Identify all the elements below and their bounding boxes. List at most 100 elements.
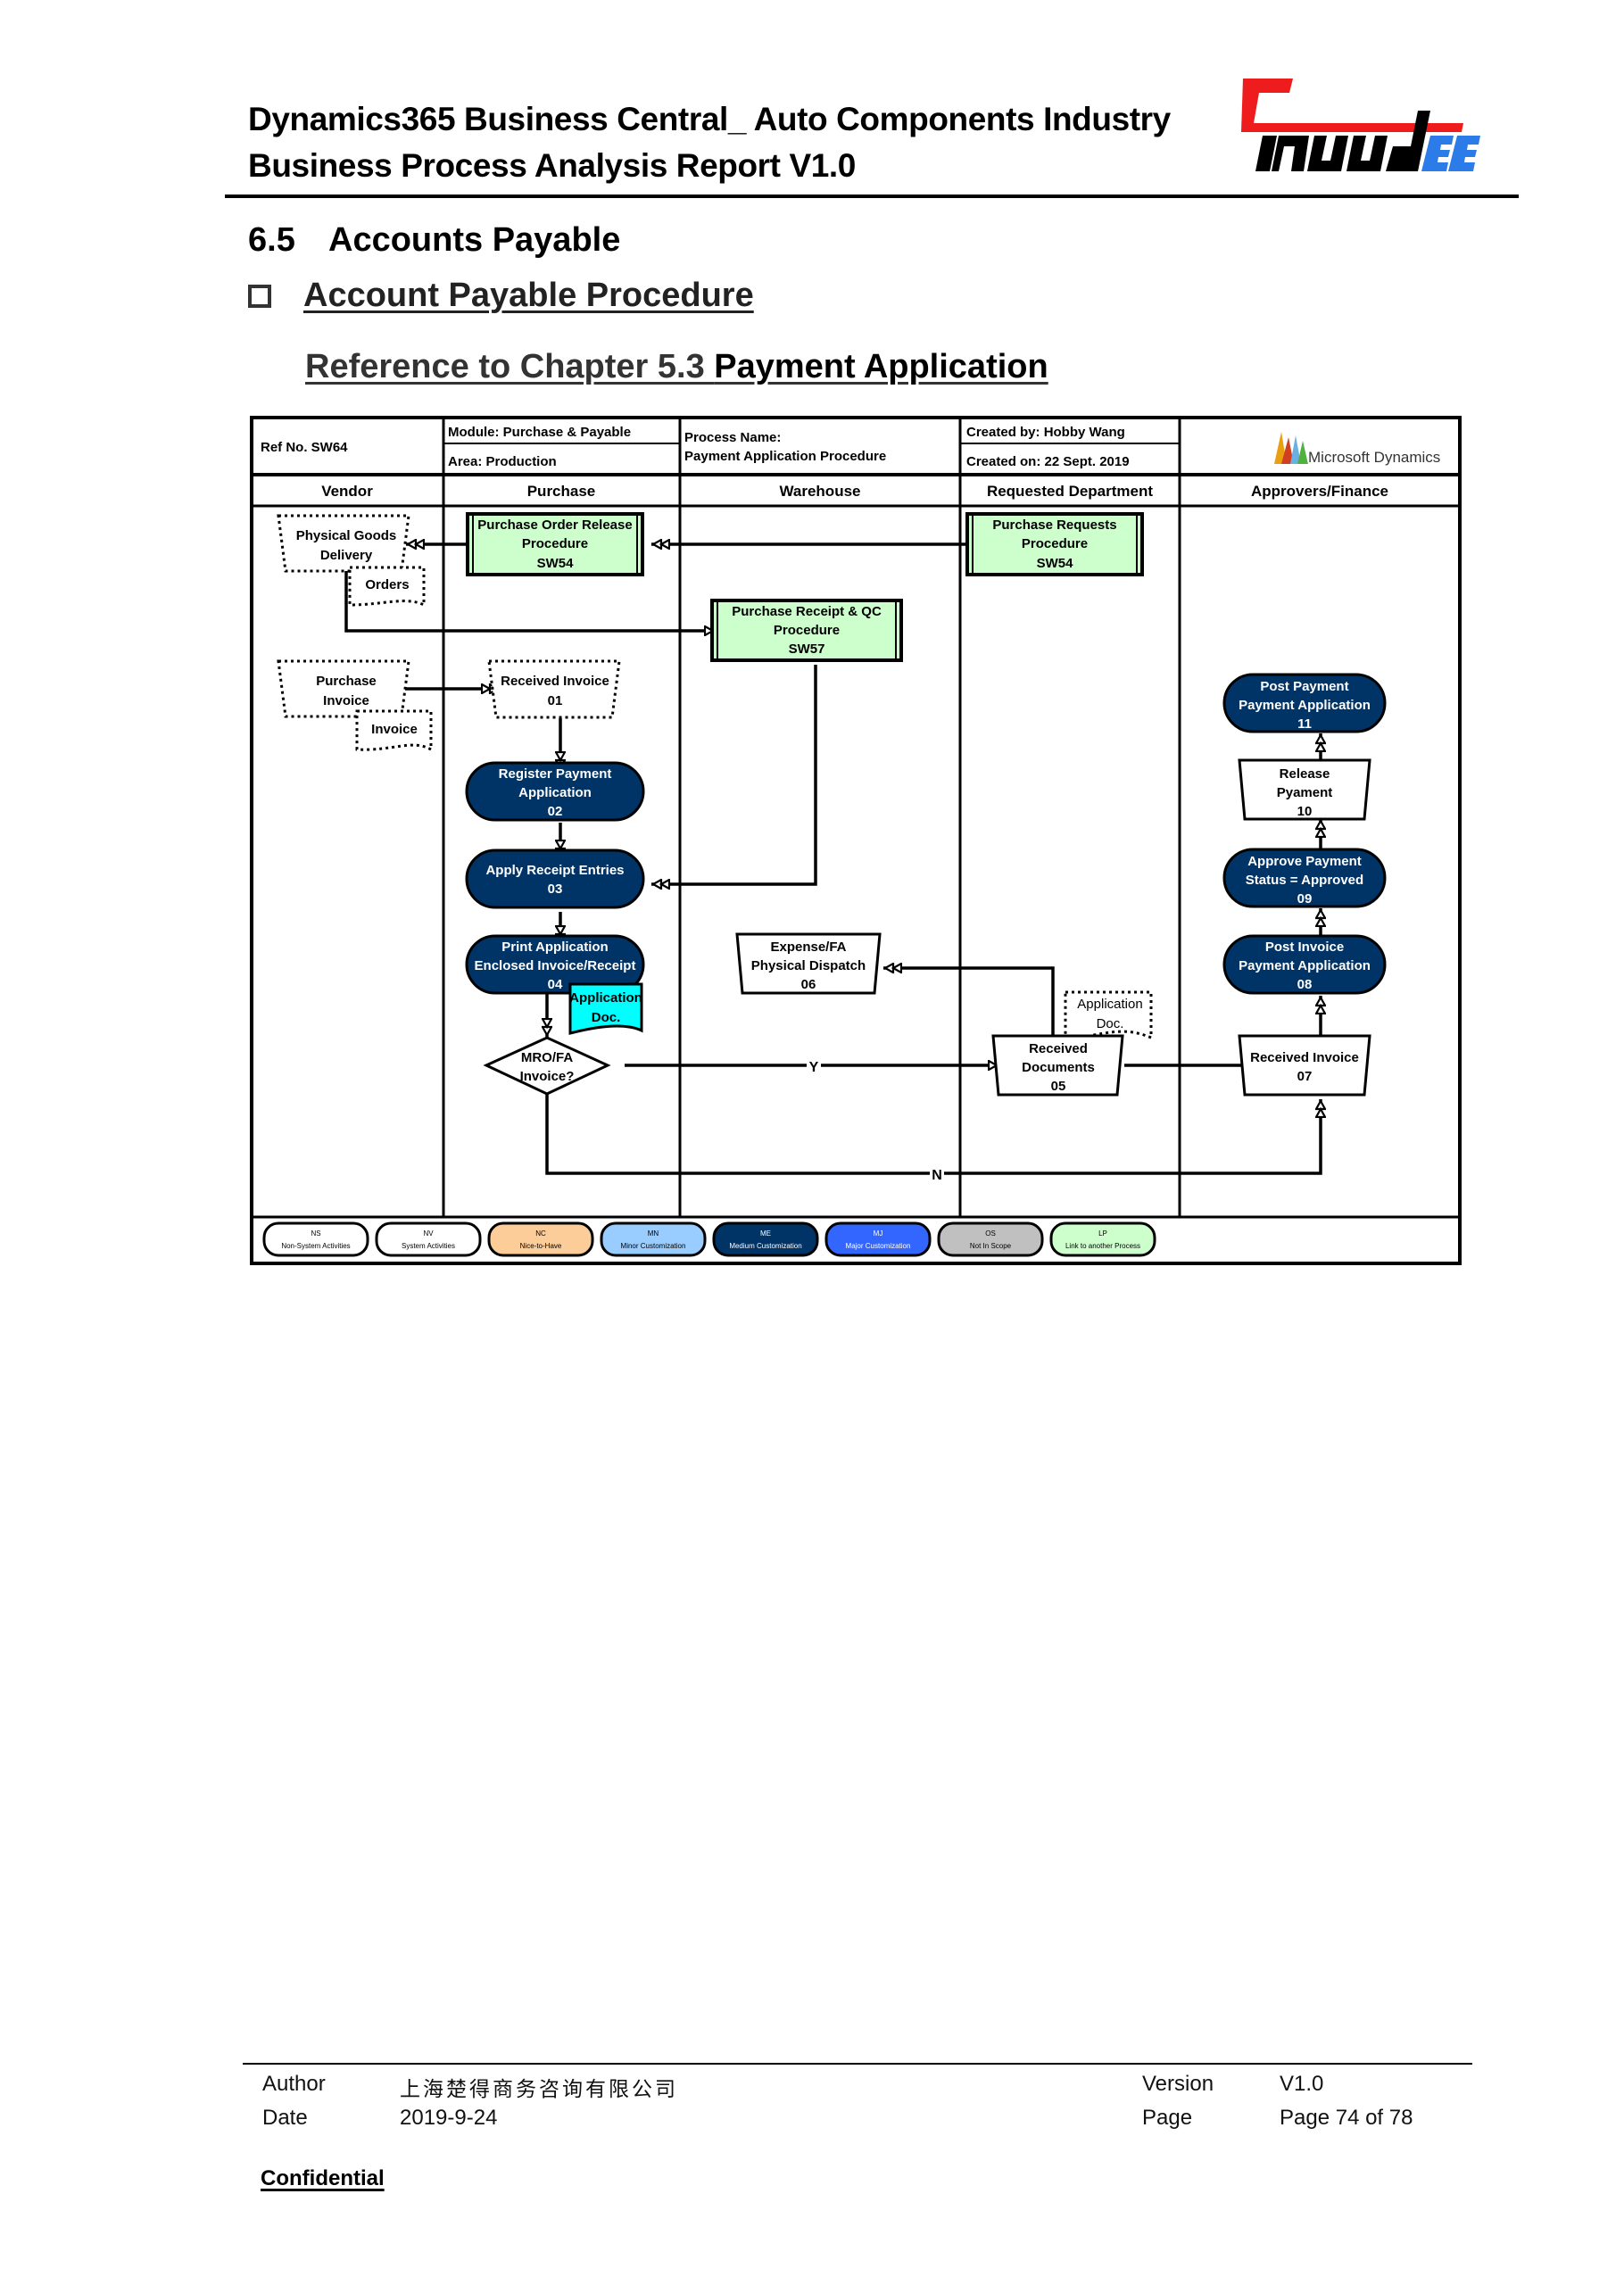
created-by: Created by: Hobby Wang: [966, 425, 1125, 440]
node-step-04-print-application[interactable]: Print Application Enclosed Invoice/Recei…: [465, 934, 645, 995]
legend-label: Non-System Activities: [281, 1242, 350, 1250]
legend-label: Major Customization: [846, 1242, 911, 1250]
node-step-03-apply-receipt-entries[interactable]: Apply Receipt Entries 03: [465, 849, 645, 909]
logo-blue-letters: [1421, 136, 1480, 171]
step06-line1: Expense/FA: [770, 940, 846, 955]
node-step-07-received-invoice[interactable]: Received Invoice 07: [1238, 1034, 1371, 1097]
step05-line2: Documents: [1022, 1060, 1095, 1075]
page-value: Page 74 of 78: [1280, 2106, 1413, 2130]
node-step-10-release-payment[interactable]: Release Pyament 10: [1238, 758, 1371, 821]
step05-line1: Received: [1029, 1041, 1088, 1056]
legend-item-nv: NV System Activities: [375, 1221, 482, 1257]
node-step-06-expense-fa-physical-dispatch[interactable]: Expense/FA Physical Dispatch 06: [735, 932, 882, 995]
yes-label-bg: [807, 1056, 821, 1074]
edge-step05-to-step06: [883, 968, 1055, 1037]
step04-line1: Print Application: [501, 940, 608, 955]
version-label: Version: [1142, 2072, 1214, 2096]
date-value: 2019-9-24: [400, 2106, 498, 2130]
purchase-requests-line3: SW54: [1037, 556, 1074, 571]
node-step-11-post-payment[interactable]: Post Payment Payment Application 11: [1222, 673, 1387, 733]
step11-line2: Payment Application: [1239, 698, 1371, 713]
step08-line2: Payment Application: [1239, 958, 1371, 973]
purchase-invoice-line2: Invoice: [323, 693, 369, 708]
document-header-title: Dynamics365 Business Central_ Auto Compo…: [248, 96, 1171, 189]
lane-header-requested-department: Requested Department: [987, 483, 1153, 500]
bullet-heading: Account Payable Procedure: [248, 277, 754, 315]
page-label: Page: [1142, 2106, 1193, 2130]
microsoft-dynamics-logo: Microsoft Dynamics: [1274, 432, 1440, 466]
header-title-line1: Dynamics365 Business Central_ Auto Compo…: [248, 101, 1171, 137]
legend-code: MN: [648, 1229, 659, 1238]
node-purchase-invoice[interactable]: Purchase Invoice: [277, 659, 410, 718]
node-step-09-approve-payment[interactable]: Approve Payment Status = Approved 09: [1222, 848, 1387, 908]
created-on: Created on: 22 Sept. 2019: [966, 454, 1130, 469]
step08-line1: Post Invoice: [1265, 940, 1344, 955]
node-purchase-receipt-qc-procedure[interactable]: Purchase Receipt & QC Procedure SW57: [710, 599, 903, 662]
node-decision-mro-fa-invoice[interactable]: MRO/FA Invoice?: [483, 1036, 611, 1096]
legend-swatch: [824, 1221, 932, 1257]
legend-item-lp: LP Link to another Process: [1049, 1221, 1156, 1257]
receipt-qc-line3: SW57: [789, 642, 825, 657]
author-label: Author: [262, 2072, 326, 2096]
step03-line1: Apply Receipt Entries: [485, 863, 624, 878]
legend-label: System Activities: [402, 1242, 455, 1250]
legend-code: LP: [1098, 1229, 1107, 1238]
area-label: Area: Production: [448, 454, 557, 469]
footer-divider: [243, 2063, 1472, 2065]
legend-swatch: [487, 1221, 594, 1257]
doc-application-dotted[interactable]: Application Doc.: [1064, 990, 1153, 1042]
legend-swatch: [712, 1221, 819, 1257]
node-step-02-register-payment-application[interactable]: Register Payment Application 02: [465, 761, 645, 822]
process-name-label: Process Name:: [684, 430, 781, 445]
node-purchase-requests-procedure[interactable]: Purchase Requests Procedure SW54: [965, 512, 1144, 576]
step05-line3: 05: [1051, 1079, 1066, 1094]
step01-line2: 01: [548, 693, 563, 708]
reference-link[interactable]: Payment Application: [714, 348, 1048, 385]
orders-text: Orders: [365, 577, 409, 592]
step09-line3: 09: [1297, 891, 1313, 907]
doc-application-cyan[interactable]: Application Doc.: [568, 982, 643, 1035]
step11-line3: 11: [1297, 716, 1312, 732]
lane-header-purchase: Purchase: [527, 483, 596, 500]
step07-line1: Received Invoice: [1250, 1050, 1359, 1065]
doc-orders[interactable]: Orders: [348, 566, 426, 608]
date-label: Date: [262, 2106, 308, 2130]
legend-label: Link to another Process: [1065, 1242, 1140, 1250]
po-release-line2: Procedure: [522, 536, 588, 551]
step11-line1: Post Payment: [1260, 679, 1348, 694]
app-doc-cyan-line1: Application: [569, 990, 642, 1006]
receipt-qc-line2: Procedure: [774, 623, 840, 638]
purchase-requests-line1: Purchase Requests: [992, 517, 1116, 533]
purchase-requests-line2: Procedure: [1022, 536, 1088, 551]
legend-code: NV: [423, 1229, 434, 1238]
edge-label-no: N: [932, 1168, 942, 1183]
edge-goods-to-receipt-qc: [344, 571, 723, 631]
node-step-08-post-invoice[interactable]: Post Invoice Payment Application 08: [1222, 934, 1387, 995]
node-step-01-received-invoice[interactable]: Received Invoice 01: [487, 659, 621, 719]
bullet-heading-text: Account Payable Procedure: [303, 277, 754, 314]
version-value: V1.0: [1280, 2072, 1324, 2096]
node-step-05-received-documents[interactable]: Received Documents 05: [991, 1034, 1124, 1097]
reference-prefix: Reference to Chapter 5.3: [305, 348, 715, 385]
step04-line3: 04: [548, 977, 563, 992]
node-physical-goods-delivery[interactable]: Physical Goods Delivery: [277, 514, 410, 573]
step10-line1: Release: [1280, 766, 1330, 782]
purchase-invoice-line1: Purchase: [316, 674, 377, 689]
legend-code: ME: [760, 1229, 771, 1238]
legend-swatch: [600, 1221, 707, 1257]
node-po-release-procedure[interactable]: Purchase Order Release Procedure SW54: [466, 512, 644, 576]
diagram-frame: [250, 416, 1462, 1265]
app-doc-dotted-line2: Doc.: [1097, 1016, 1124, 1031]
doc-invoice[interactable]: Invoice: [355, 709, 433, 752]
author-value: 上海楚得商务咨询有限公司: [400, 2078, 678, 2101]
legend-code: NC: [535, 1229, 546, 1238]
receipt-qc-line1: Purchase Receipt & QC: [732, 604, 882, 619]
step02-line3: 02: [548, 804, 563, 819]
